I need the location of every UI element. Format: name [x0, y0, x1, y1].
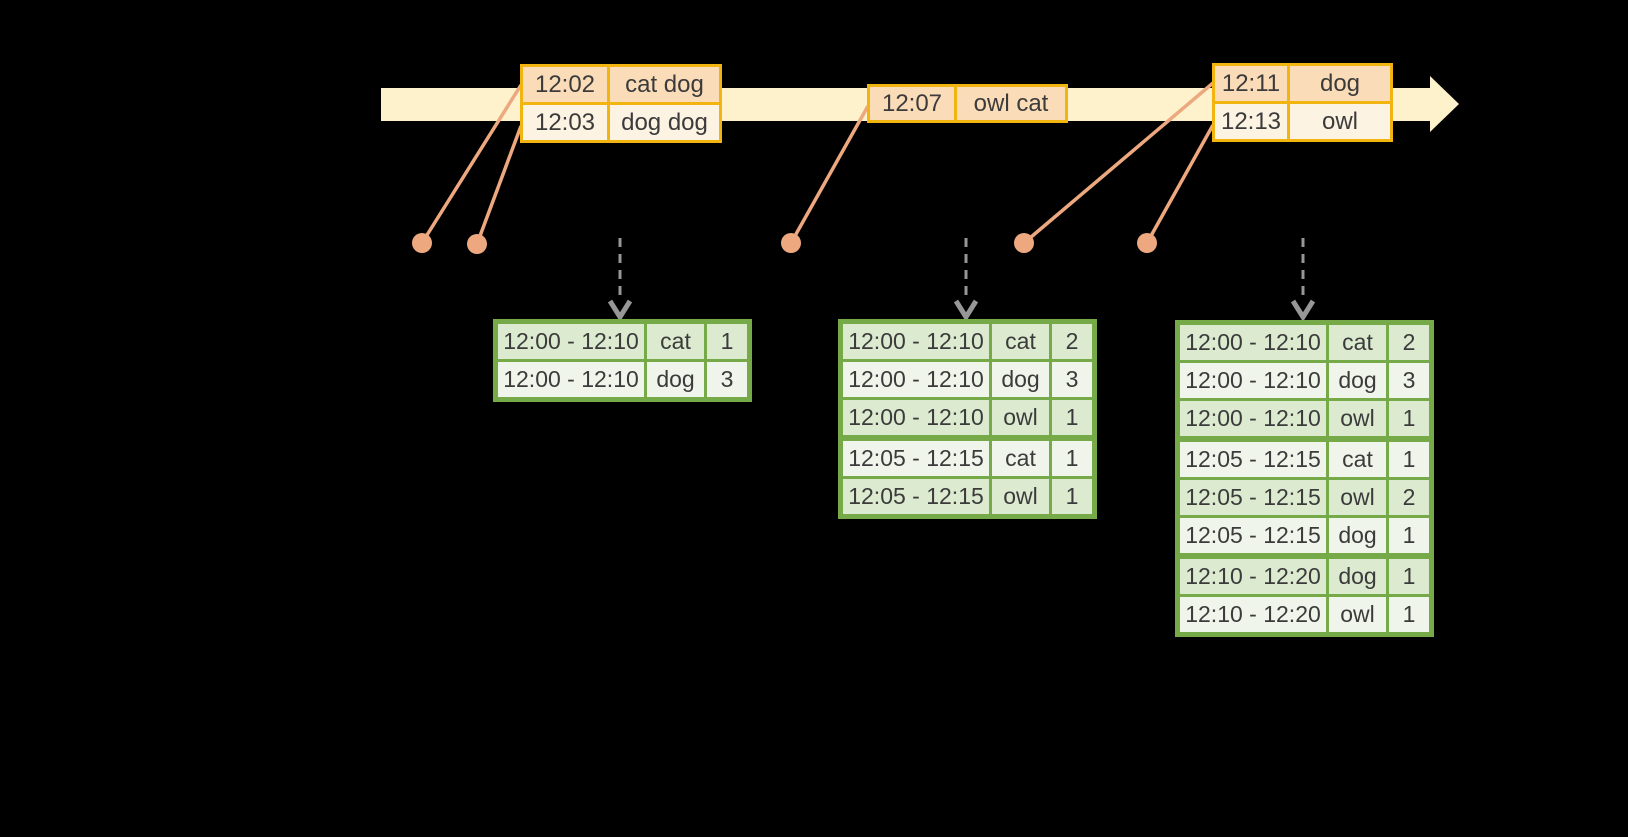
word-cell: owl [1329, 597, 1386, 632]
window-cell: 12:05 - 12:15 [843, 441, 989, 476]
table-row: 12:05 - 12:15 owl 1 [843, 479, 1092, 514]
table-row: 12:00 - 12:10 dog 3 [498, 362, 747, 397]
event-time: 12:11 [1215, 66, 1287, 101]
table-row: 12:00 - 12:10 dog 3 [843, 362, 1092, 397]
event-box-12-07: 12:07 owl cat [867, 84, 1068, 123]
word-cell: cat [647, 324, 704, 359]
result-table-2: 12:00 - 12:10 cat 2 12:00 - 12:10 dog 3 … [838, 319, 1097, 519]
window-cell: 12:10 - 12:20 [1180, 559, 1326, 594]
event-row: 12:13 owl [1215, 104, 1390, 139]
count-cell: 1 [1052, 441, 1092, 476]
word-cell: owl [992, 400, 1049, 435]
word-cell: owl [1329, 480, 1386, 515]
trigger-arrow-head-icon [607, 299, 633, 322]
table-row: 12:00 - 12:10 cat 2 [1180, 325, 1429, 360]
table-row: 12:05 - 12:15 cat 1 [1180, 442, 1429, 477]
event-connector-line [420, 84, 523, 244]
event-dot [467, 234, 487, 254]
word-cell: cat [992, 441, 1049, 476]
table-row: 12:10 - 12:20 owl 1 [1180, 597, 1429, 632]
word-cell: dog [1329, 518, 1386, 553]
trigger-arrows [607, 238, 1316, 322]
word-cell: cat [992, 324, 1049, 359]
event-dot [412, 233, 432, 253]
word-cell: dog [647, 362, 704, 397]
word-cell: dog [1329, 559, 1386, 594]
event-dot [781, 233, 801, 253]
event-connector-line [789, 105, 870, 244]
table-row: 12:00 - 12:10 cat 2 [843, 324, 1092, 359]
window-cell: 12:05 - 12:15 [1180, 480, 1326, 515]
window-cell: 12:00 - 12:10 [843, 362, 989, 397]
window-cell: 12:00 - 12:10 [1180, 401, 1326, 436]
event-connector-line [475, 125, 523, 245]
window-cell: 12:05 - 12:15 [1180, 518, 1326, 553]
table-row: 12:05 - 12:15 owl 2 [1180, 480, 1429, 515]
table-row: 12:05 - 12:15 dog 1 [1180, 518, 1429, 553]
event-words: dog [1290, 66, 1390, 101]
count-cell: 2 [1389, 480, 1429, 515]
table-row: 12:00 - 12:10 owl 1 [1180, 401, 1429, 436]
event-box-12-02: 12:02 cat dog 12:03 dog dog [520, 64, 722, 143]
word-cell: cat [1329, 442, 1386, 477]
window-cell: 12:10 - 12:20 [1180, 597, 1326, 632]
table-row: 12:00 - 12:10 cat 1 [498, 324, 747, 359]
result-table-1: 12:00 - 12:10 cat 1 12:00 - 12:10 dog 3 [493, 319, 752, 402]
table-row: 12:00 - 12:10 dog 3 [1180, 363, 1429, 398]
event-row: 12:03 dog dog [523, 105, 719, 140]
window-cell: 12:00 - 12:10 [1180, 363, 1326, 398]
window-cell: 12:00 - 12:10 [498, 324, 644, 359]
count-cell: 1 [1389, 559, 1429, 594]
table-row: 12:00 - 12:10 owl 1 [843, 400, 1092, 435]
count-cell: 3 [1389, 363, 1429, 398]
event-time: 12:07 [870, 87, 954, 120]
count-cell: 3 [1052, 362, 1092, 397]
event-dot [1137, 233, 1157, 253]
word-cell: cat [1329, 325, 1386, 360]
event-time: 12:13 [1215, 104, 1287, 139]
word-cell: owl [1329, 401, 1386, 436]
trigger-arrow-head-icon [953, 299, 979, 322]
event-words: cat dog [610, 67, 719, 102]
word-cell: dog [992, 362, 1049, 397]
word-cell: owl [992, 479, 1049, 514]
event-time: 12:02 [523, 67, 607, 102]
window-cell: 12:00 - 12:10 [1180, 325, 1326, 360]
event-connector-line [1145, 124, 1215, 244]
event-dots [412, 233, 1157, 254]
result-table-3: 12:00 - 12:10 cat 2 12:00 - 12:10 dog 3 … [1175, 320, 1434, 637]
event-row: 12:02 cat dog [523, 67, 719, 102]
window-cell: 12:05 - 12:15 [843, 479, 989, 514]
count-cell: 1 [707, 324, 747, 359]
event-row: 12:07 owl cat [870, 87, 1065, 120]
window-cell: 12:00 - 12:10 [843, 400, 989, 435]
event-box-12-11: 12:11 dog 12:13 owl [1212, 63, 1393, 142]
count-cell: 2 [1389, 325, 1429, 360]
count-cell: 1 [1052, 400, 1092, 435]
event-connector-line [1022, 81, 1215, 245]
event-row: 12:11 dog [1215, 66, 1390, 101]
word-cell: dog [1329, 363, 1386, 398]
table-row: 12:10 - 12:20 dog 1 [1180, 559, 1429, 594]
count-cell: 1 [1389, 597, 1429, 632]
count-cell: 1 [1052, 479, 1092, 514]
count-cell: 3 [707, 362, 747, 397]
event-words: owl cat [957, 87, 1065, 120]
window-cell: 12:00 - 12:10 [498, 362, 644, 397]
count-cell: 1 [1389, 442, 1429, 477]
timeline-arrowhead-icon [1430, 76, 1459, 132]
window-cell: 12:00 - 12:10 [843, 324, 989, 359]
window-cell: 12:05 - 12:15 [1180, 442, 1326, 477]
count-cell: 1 [1389, 401, 1429, 436]
count-cell: 2 [1052, 324, 1092, 359]
event-words: dog dog [610, 105, 719, 140]
event-words: owl [1290, 104, 1390, 139]
event-dot [1014, 233, 1034, 253]
count-cell: 1 [1389, 518, 1429, 553]
trigger-arrow-head-icon [1290, 299, 1316, 322]
event-time: 12:03 [523, 105, 607, 140]
table-row: 12:05 - 12:15 cat 1 [843, 441, 1092, 476]
event-connector-lines [420, 81, 1215, 245]
